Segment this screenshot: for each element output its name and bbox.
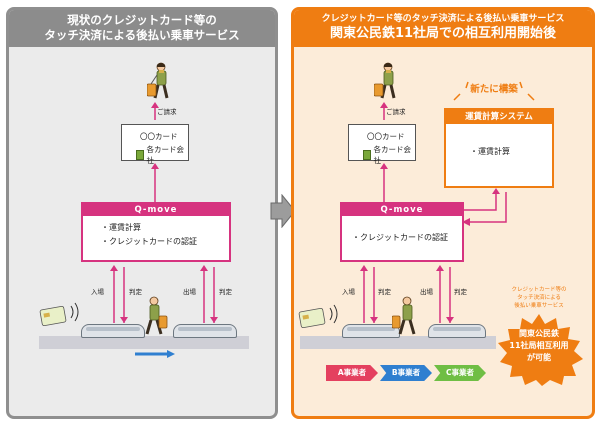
judge-label-entry: 判定 bbox=[378, 288, 391, 296]
transition-arrow-icon bbox=[270, 194, 296, 228]
mutual-use-burst-icon bbox=[498, 314, 583, 386]
mutual-use-title: 関東公民鉄11社局での相互利用開始後 bbox=[329, 26, 557, 41]
service-note-line1: クレジットカード等の bbox=[511, 287, 567, 293]
card-company-icon bbox=[136, 150, 145, 160]
card-brand-label: 〇〇カード bbox=[367, 132, 405, 141]
qmove-item-auth: ・クレジットカードの認証 bbox=[352, 233, 448, 242]
qmove-to-card-arrow bbox=[151, 163, 159, 203]
service-note-line3: 後払い乗車サービス bbox=[514, 303, 564, 309]
exit-label: 出場 bbox=[420, 288, 433, 296]
mutual-use-subtitle: クレジットカード等のタッチ決済による後払い乗車サービス bbox=[321, 14, 565, 24]
entry-label: 入場 bbox=[91, 288, 104, 296]
operator-b-badge: B事業者 bbox=[380, 365, 432, 381]
fare-system-item: ・運賃計算 bbox=[470, 147, 510, 156]
gate-data-arrows bbox=[110, 265, 218, 323]
burst-line2: 11社局相互利用 bbox=[509, 341, 569, 350]
new-build-label: 新たに構築 bbox=[470, 84, 518, 95]
entry-label: 入場 bbox=[342, 288, 355, 296]
current-service-header: 現状のクレジットカード等の タッチ決済による後払い乗車サービス bbox=[9, 10, 275, 47]
billing-label: ご請求 bbox=[157, 108, 177, 116]
exit-label: 出場 bbox=[183, 288, 196, 296]
qmove-title: Q-move bbox=[83, 204, 229, 216]
system-qmove-arrows bbox=[462, 188, 507, 226]
mutual-use-header: クレジットカード等のタッチ決済による後払い乗車サービス 関東公民鉄11社局での相… bbox=[294, 10, 592, 47]
walk-direction-arrow bbox=[135, 350, 175, 358]
service-note-line2: タッチ決済による bbox=[517, 295, 561, 301]
judge-label-exit: 判定 bbox=[454, 288, 467, 296]
exit-ticket-gate bbox=[428, 324, 486, 338]
station-floor bbox=[300, 336, 496, 349]
card-company-box: 〇〇カード 各カード会社 bbox=[348, 124, 416, 165]
burst-line3: が可能 bbox=[527, 353, 551, 362]
card-brand-label: 〇〇カード bbox=[140, 132, 178, 141]
card-company-box: 〇〇カード 各カード会社 bbox=[121, 124, 189, 165]
entry-ticket-gate bbox=[81, 324, 145, 338]
judge-label-entry: 判定 bbox=[129, 288, 142, 296]
mutual-use-panel: クレジットカード等のタッチ決済による後払い乗車サービス 関東公民鉄11社局での相… bbox=[291, 7, 595, 419]
current-service-panel: 現状のクレジットカード等の タッチ決済による後払い乗車サービス ご請求 〇〇カー… bbox=[6, 7, 278, 419]
qmove-item-fare: ・運賃計算 bbox=[101, 223, 141, 232]
credit-card-tap-icon bbox=[39, 302, 79, 327]
qmove-box: Q-move ・クレジットカードの認証 bbox=[340, 202, 464, 262]
traveler-icon bbox=[147, 62, 169, 99]
service-note: クレジットカード等の タッチ決済による 後払い乗車サービス bbox=[498, 286, 580, 310]
card-company-label: 各カード会社 bbox=[373, 145, 411, 165]
operator-a-badge: A事業者 bbox=[326, 365, 378, 381]
gate-data-arrows bbox=[360, 265, 454, 323]
mutual-use-burst: 関東公民鉄 11社局相互利用 が可能 bbox=[506, 328, 572, 364]
billing-arrow bbox=[380, 102, 388, 120]
qmove-to-card-arrow bbox=[380, 163, 388, 203]
credit-card-tap-icon bbox=[298, 304, 338, 329]
station-floor bbox=[39, 336, 249, 349]
walking-traveler-icon bbox=[145, 296, 168, 335]
judge-label-exit: 判定 bbox=[219, 288, 232, 296]
operator-c-badge: C事業者 bbox=[434, 365, 486, 381]
current-service-title-line1: 現状のクレジットカード等の bbox=[67, 13, 217, 27]
billing-arrow bbox=[151, 102, 159, 120]
walking-traveler-icon bbox=[392, 296, 416, 335]
exit-ticket-gate bbox=[173, 324, 237, 338]
card-company-label: 各カード会社 bbox=[146, 145, 184, 165]
billing-label: ご請求 bbox=[386, 108, 406, 116]
qmove-box: Q-move ・運賃計算 ・クレジットカードの認証 bbox=[81, 202, 231, 262]
fare-system-title: 運賃計算システム bbox=[446, 110, 552, 124]
current-service-title-line2: タッチ決済による後払い乗車サービス bbox=[44, 28, 240, 42]
qmove-item-auth: ・クレジットカードの認証 bbox=[101, 237, 197, 246]
card-company-icon bbox=[363, 150, 372, 160]
qmove-title: Q-move bbox=[342, 204, 462, 216]
burst-line1: 関東公民鉄 bbox=[519, 329, 559, 338]
traveler-icon bbox=[374, 62, 396, 99]
new-build-rays-icon bbox=[453, 81, 535, 101]
fare-calculation-system-box: 運賃計算システム ・運賃計算 bbox=[444, 108, 554, 188]
